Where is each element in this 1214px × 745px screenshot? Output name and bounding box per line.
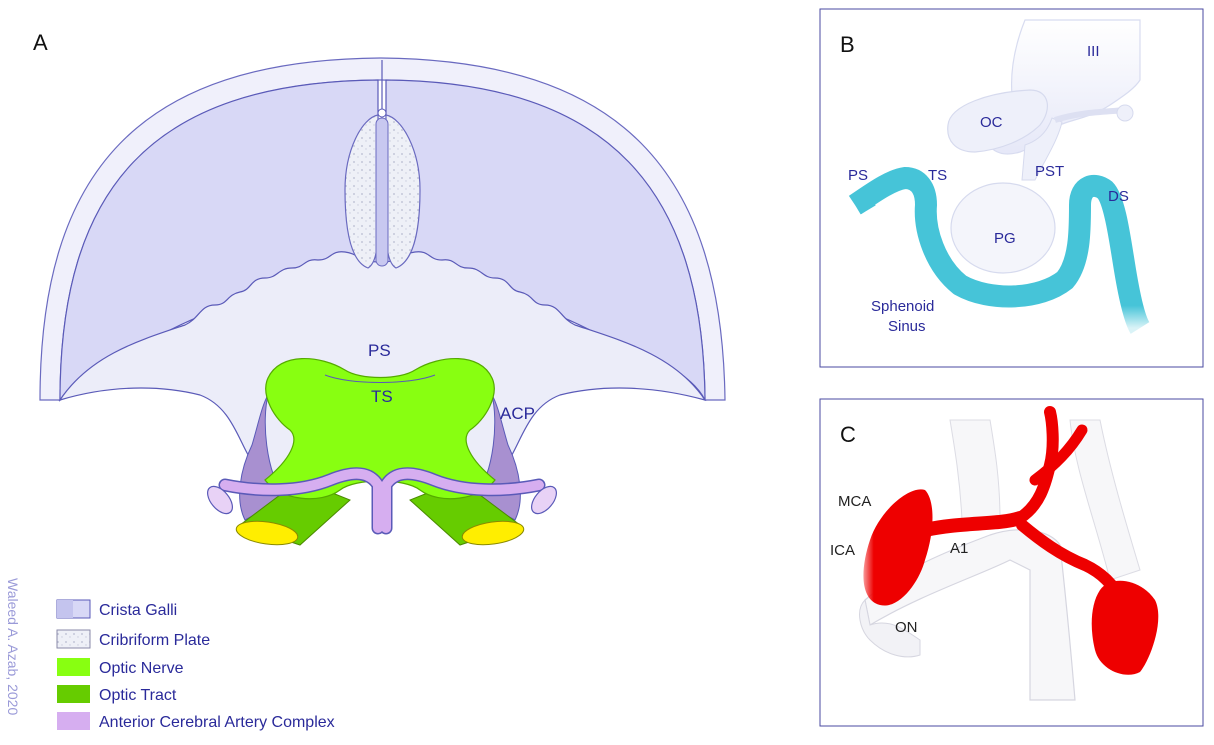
label-oc: OC <box>980 114 1003 131</box>
panel-c: C MCA ICA A1 ON <box>819 398 1204 727</box>
panel-a: A PS TS ACP <box>33 30 726 546</box>
label-sinus: Sinus <box>888 318 926 335</box>
optic-tract-end-left <box>235 520 299 546</box>
label-sphenoid: Sphenoid <box>871 298 934 315</box>
cranial-floor <box>58 251 707 476</box>
label-ds: DS <box>1108 188 1129 205</box>
mca-to-a1 <box>918 511 1027 537</box>
panel-c-letter: C <box>840 422 856 447</box>
panel-a-letter: A <box>33 30 48 55</box>
label-pg: PG <box>994 230 1016 247</box>
falx-node <box>377 108 387 118</box>
legend-swatch-optic-nerve <box>57 658 90 676</box>
label-a1: A1 <box>950 540 968 557</box>
label-mca: MCA <box>838 493 871 510</box>
label-iii: III <box>1087 43 1100 60</box>
author-credit: Waleed A. Azab, 2020 <box>5 578 21 715</box>
label-ts-a: TS <box>371 387 393 406</box>
pituitary-stalk <box>1021 117 1063 181</box>
legend-swatch-optic-tract <box>57 685 90 703</box>
label-pst: PST <box>1035 163 1064 180</box>
background-structure-2 <box>1069 419 1141 581</box>
label-ica: ICA <box>830 542 855 559</box>
acom-branch <box>1029 424 1088 486</box>
legend-label-optic-nerve: Optic Nerve <box>99 660 184 677</box>
aca-tube-fill <box>220 468 544 533</box>
ts-boundary <box>324 374 436 383</box>
contralateral-ica <box>1091 580 1159 675</box>
aca-end-right <box>531 485 557 515</box>
label-acp: ACP <box>500 404 535 423</box>
legend-swatch-cribriform-plate <box>56 629 91 649</box>
legend-label-aca-complex: Anterior Cerebral Artery Complex <box>99 714 335 731</box>
cn3-node <box>1116 104 1134 122</box>
label-ps-a: PS <box>368 341 391 360</box>
legend-label-crista-galli: Crista Galli <box>99 602 177 619</box>
crista-galli-ridge <box>375 117 389 267</box>
optic-nerves <box>264 358 496 500</box>
panel-b-letter: B <box>840 32 855 57</box>
pituitary-gland <box>950 182 1056 274</box>
legend-swatch-aca-complex <box>57 712 90 730</box>
label-ps-b: PS <box>848 167 868 184</box>
legend-label-optic-tract: Optic Tract <box>99 687 177 704</box>
panel-b: B III OC PS TS PST DS PG Sphenoid Sinus <box>819 8 1204 368</box>
ica <box>863 489 933 606</box>
sella-wall <box>848 166 1150 334</box>
legend: Crista Galli Cribriform Plate Optic Nerv… <box>56 599 335 731</box>
legend-swatch-crista-galli-shade <box>57 600 73 618</box>
sella-wall-start <box>849 186 876 215</box>
optic-nerve-c-end <box>859 598 921 658</box>
label-on: ON <box>895 619 918 636</box>
label-ts-b: TS <box>928 167 947 184</box>
optic-tract-end-right <box>461 520 525 546</box>
aca-end-left <box>207 485 233 515</box>
legend-label-cribriform-plate: Cribriform Plate <box>99 632 210 649</box>
optic-chiasm-b <box>947 89 1048 153</box>
